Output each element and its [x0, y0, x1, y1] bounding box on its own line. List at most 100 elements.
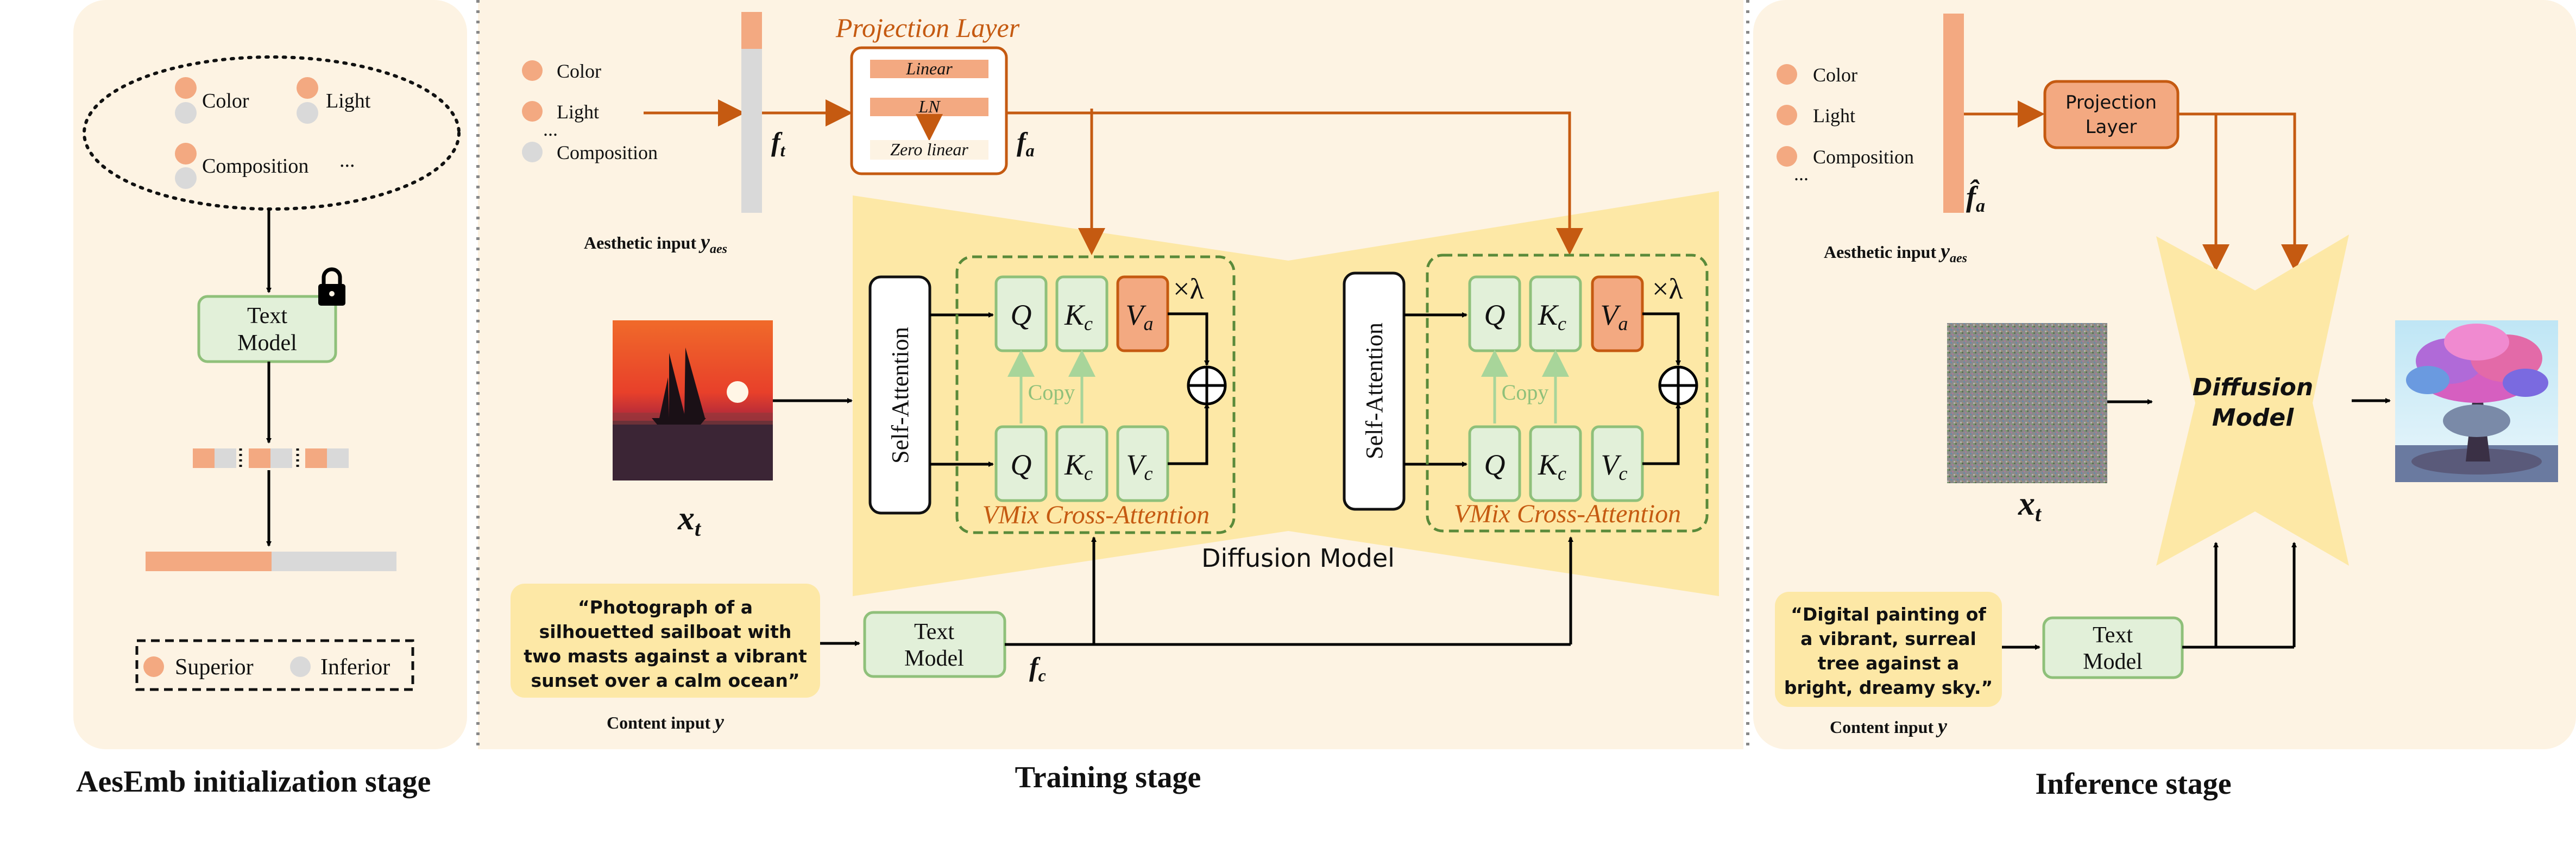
- text-model-label: Model: [237, 331, 297, 356]
- legend-box: [135, 639, 414, 691]
- token-embeddings: [193, 448, 349, 468]
- projection-layer-title: Projection Layer: [835, 12, 1020, 43]
- kc-box: [1529, 425, 1582, 502]
- output-tree-image: [2395, 320, 2558, 482]
- superior-dot: [1777, 146, 1797, 167]
- attr-composition-label: Composition: [202, 155, 308, 178]
- legend-superior-swatch: [143, 656, 164, 677]
- projection-label: Layer: [2086, 116, 2137, 138]
- ft-embedding-bar: [741, 12, 762, 49]
- arrow-fa-to-va2: [1006, 111, 1583, 255]
- arrow-vc-to-sum: [1168, 403, 1210, 465]
- arrow-projection-to-diffusion-2: [2178, 112, 2308, 271]
- stage-label-training: Training stage: [1015, 761, 1201, 794]
- vmix-label: VMix Cross-Attention: [1454, 499, 1681, 528]
- attr-light-label: Light: [1813, 105, 1855, 127]
- legend-superior-label: Superior: [175, 655, 254, 680]
- content-input-label: Content input y: [1830, 715, 1947, 738]
- prompt-line: sunset over a calm ocean”: [531, 670, 799, 691]
- legend-inferior-label: Inferior: [320, 655, 390, 680]
- training-prompt-box: [511, 584, 820, 698]
- ft-label: ft: [771, 127, 786, 160]
- vmix-cross-attention-2: [1426, 254, 1709, 533]
- text-model-label: Model: [904, 646, 964, 671]
- lock-icon: [318, 267, 345, 306]
- projection-label: Projection: [2065, 92, 2157, 113]
- kc-label: Kc: [1538, 448, 1566, 484]
- diffusion-label: Model: [2212, 404, 2294, 432]
- prompt-line: bright, dreamy sky.”: [1784, 677, 1993, 698]
- copy-label: Copy: [1502, 380, 1549, 404]
- fa-hat-label: f̂a: [1966, 179, 1985, 216]
- superior-dot: [1777, 64, 1797, 85]
- proj-ln: [870, 98, 988, 116]
- arrow-va-to-sum: [1168, 312, 1210, 366]
- attr-ellipsis: ...: [339, 149, 355, 172]
- aesemb-bar: [146, 552, 396, 571]
- proj-linear: [870, 60, 988, 78]
- prompt-line: “Photograph of a: [578, 597, 753, 618]
- fc-label: fc: [1029, 652, 1046, 685]
- text-model-label: Text: [914, 619, 954, 644]
- inferior-dot: [297, 102, 318, 124]
- self-attention-block-2: [1343, 271, 1406, 511]
- self-attention-block-1: [868, 275, 931, 515]
- ft-embedding-bar: [741, 49, 762, 213]
- attr-light-label: Light: [326, 90, 371, 112]
- text-model-label: Model: [2083, 649, 2143, 674]
- attr-color-label: Color: [202, 90, 249, 112]
- sum-operator: [1658, 365, 1698, 406]
- attr-composition-label: Composition: [557, 142, 658, 163]
- stage-label-inference: Inference stage: [2035, 767, 2231, 801]
- stage-label-aesemb: AesEmb initialization stage: [76, 765, 431, 799]
- attr-color-label: Color: [1813, 64, 1857, 86]
- text-model-label: Text: [247, 303, 287, 328]
- vc-label: Vc: [1126, 448, 1153, 484]
- times-lambda-label: ×λ: [1173, 273, 1204, 305]
- proj-zero-linear: [870, 140, 988, 160]
- times-lambda-label: ×λ: [1652, 273, 1683, 305]
- superior-dot: [175, 143, 197, 165]
- noise-image: [1947, 323, 2107, 483]
- inferior-dot: [175, 102, 197, 124]
- prompt-line: a vibrant, surreal: [1800, 628, 1976, 649]
- superior-dot: [522, 101, 543, 122]
- kc-label: Kc: [1064, 448, 1093, 484]
- proj-ln-label: LN: [918, 97, 941, 116]
- superior-dot: [522, 60, 543, 81]
- sunset-sailboat-image: [613, 320, 773, 480]
- inference-diffusion-model: [2156, 235, 2349, 566]
- diffusion-label: Diffusion: [2193, 374, 2313, 401]
- q-label: Q: [1011, 299, 1032, 331]
- xt-label: xt: [677, 500, 702, 541]
- aesthetic-attribute-ellipse: [83, 55, 461, 211]
- attr-ellipsis: ...: [543, 118, 558, 140]
- superior-dot: [297, 77, 318, 99]
- inferior-dot: [175, 167, 197, 189]
- prompt-line: silhouetted sailboat with: [539, 621, 792, 642]
- vmix-label: VMix Cross-Attention: [982, 501, 1210, 529]
- q-box: [994, 425, 1048, 502]
- superior-dot: [1777, 105, 1797, 125]
- aesthetic-input-label: Aesthetic input yaes: [584, 231, 727, 256]
- va-label: Va: [1601, 299, 1628, 334]
- self-attention-label: Self-Attention: [887, 327, 914, 464]
- q-label: Q: [1011, 448, 1032, 481]
- vmix-cross-attention-1: [955, 255, 1236, 534]
- attr-composition-label: Composition: [1813, 146, 1914, 168]
- vc-label: Vc: [1601, 448, 1628, 484]
- aesemb-text-model: [197, 295, 337, 363]
- aesthetic-input-label: Aesthetic input yaes: [1824, 240, 1967, 265]
- superior-dot: [175, 77, 197, 99]
- attr-ellipsis: ...: [1794, 163, 1809, 185]
- attr-light-label: Light: [557, 101, 599, 123]
- proj-zero-linear-label: Zero linear: [890, 140, 968, 159]
- inference-prompt-box: [1775, 592, 2002, 707]
- prompt-line: tree against a: [1818, 653, 1959, 674]
- prompt-line: “Digital painting of: [1791, 604, 1986, 625]
- diffusion-model-label: Diffusion Model: [1201, 543, 1395, 573]
- sum-operator: [1187, 365, 1227, 406]
- self-attention-label: Self-Attention: [1361, 323, 1388, 459]
- inferior-dot: [522, 142, 543, 162]
